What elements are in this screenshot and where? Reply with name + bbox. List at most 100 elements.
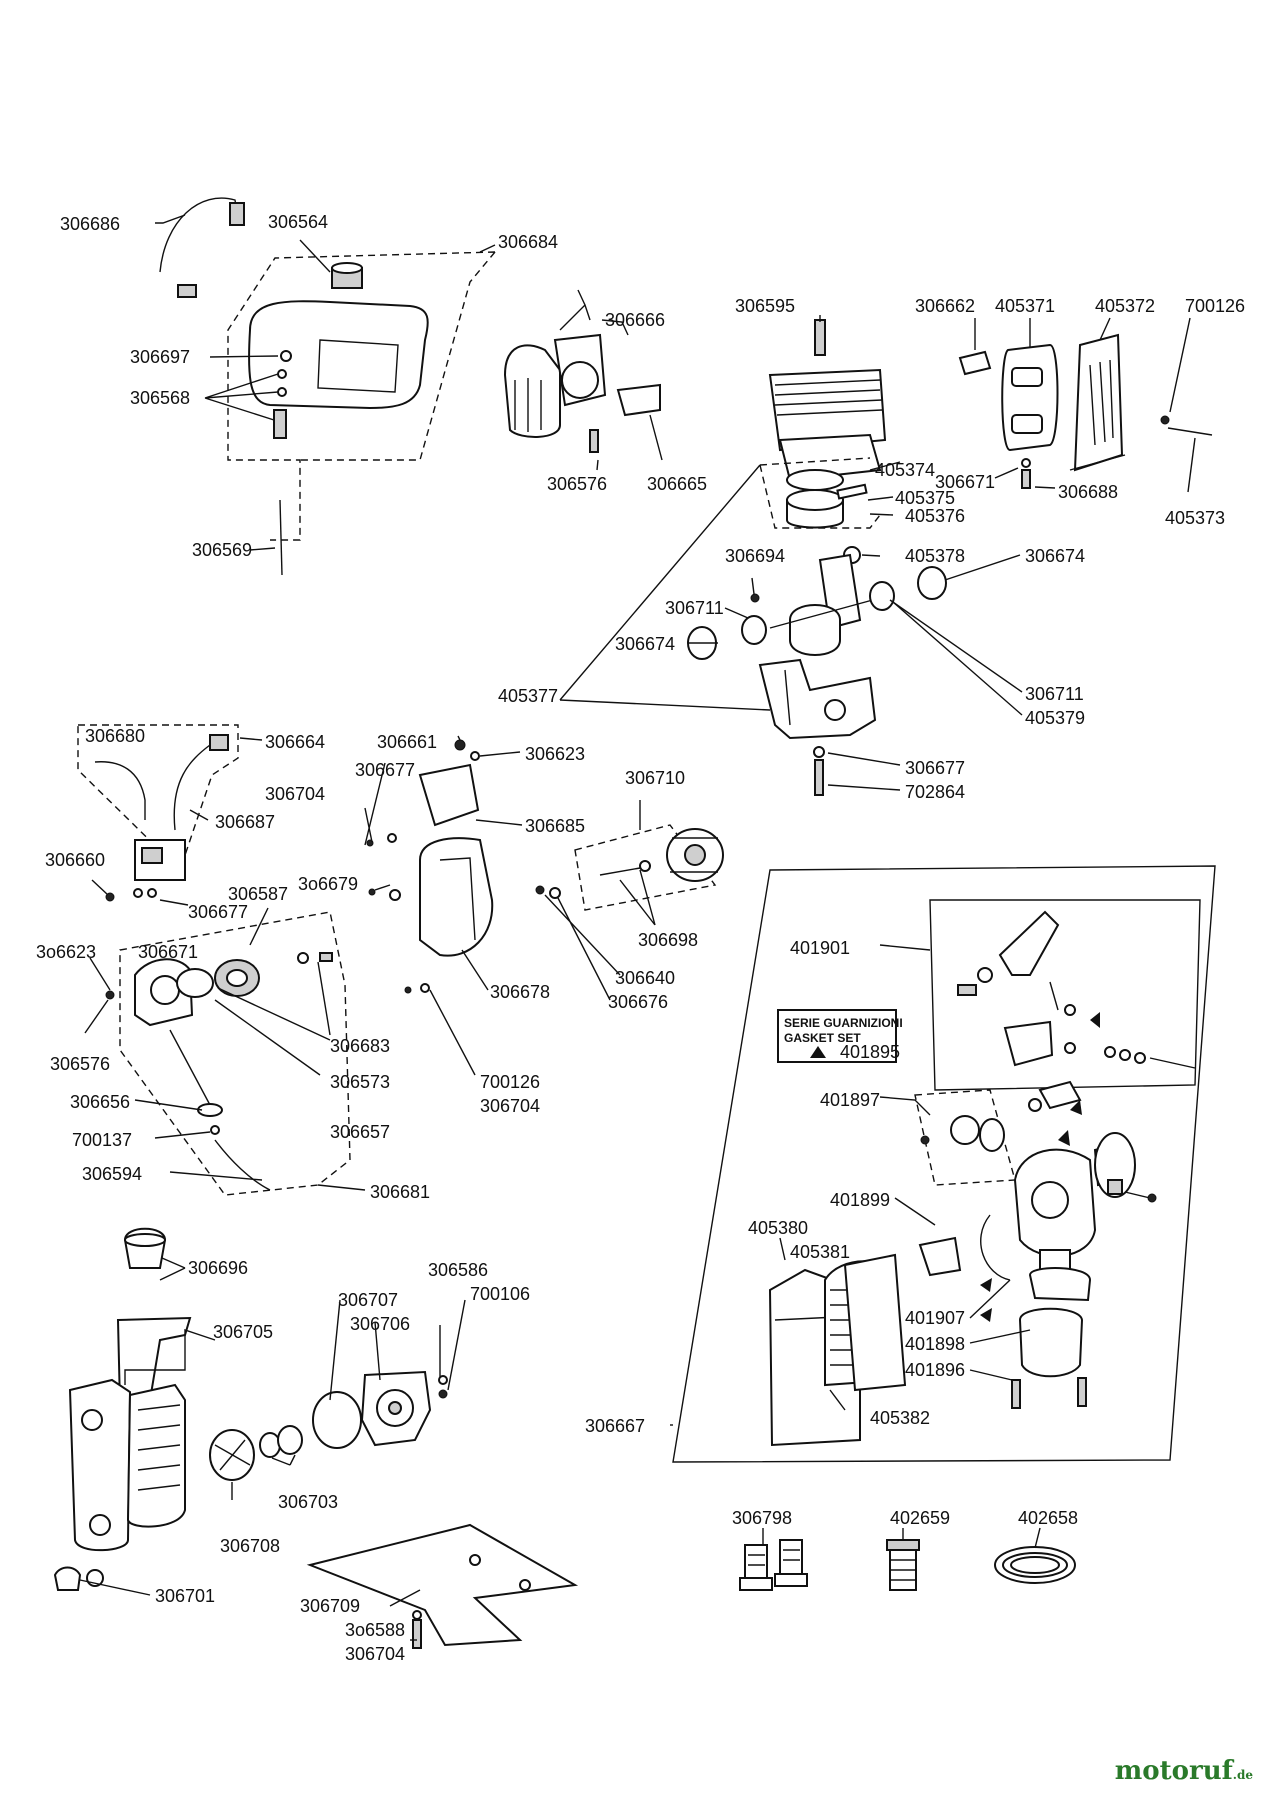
part-number: 405378 [905, 546, 965, 566]
part-number: 405380 [748, 1218, 808, 1238]
part-number: 306664 [265, 732, 325, 752]
part-number: 401895 [840, 1042, 900, 1062]
part-number: 306685 [525, 816, 585, 836]
part-number: 306657 [330, 1122, 390, 1142]
part-number: 306576 [547, 474, 607, 494]
part-labels: 306686 306564 306684 306697 306568 30656… [36, 212, 1245, 1664]
carburetor-group [503, 289, 663, 471]
part-number: 306707 [338, 1290, 398, 1310]
part-number: 401901 [790, 938, 850, 958]
part-number: 3o6588 [345, 1620, 405, 1640]
part-number: 401899 [830, 1190, 890, 1210]
part-number: 306683 [330, 1036, 390, 1056]
part-number: 306686 [60, 214, 120, 234]
gasket-marker-icon [980, 1278, 992, 1292]
part-number: 405376 [905, 506, 965, 526]
crankshaft-group [559, 464, 1023, 796]
watermark-logo: motoruf.de [1115, 1756, 1253, 1786]
part-number: 405373 [1165, 508, 1225, 528]
carb-exploded-group [670, 865, 1216, 1463]
part-number: 306677 [188, 902, 248, 922]
part-number: 306586 [428, 1260, 488, 1280]
ignition-group [77, 724, 263, 906]
part-number: 402658 [1018, 1508, 1078, 1528]
part-number: 700137 [72, 1130, 132, 1150]
part-number: 702864 [905, 782, 965, 802]
part-number: 306674 [615, 634, 675, 654]
part-number: 405375 [895, 488, 955, 508]
part-number: 306640 [615, 968, 675, 988]
part-number: 306711 [1025, 684, 1084, 704]
part-number: 306704 [265, 784, 325, 804]
part-number: 700126 [480, 1072, 540, 1092]
part-number: 401898 [905, 1334, 965, 1354]
part-number: 3o6679 [298, 874, 358, 894]
pump-group [53, 1227, 579, 1649]
part-number: 405377 [498, 686, 558, 706]
gasket-marker-icon [1058, 1130, 1070, 1146]
watermark-name: motoruf [1114, 1756, 1233, 1786]
part-number: 306595 [735, 296, 795, 316]
part-number: 306703 [278, 1492, 338, 1512]
part-number: 306594 [82, 1164, 142, 1184]
part-number: 401897 [820, 1090, 880, 1110]
part-number: 306709 [300, 1596, 360, 1616]
part-number: 306681 [370, 1182, 430, 1202]
gasket-marker-icon [1070, 1100, 1082, 1115]
part-number: 306568 [130, 388, 190, 408]
part-number: 306623 [525, 744, 585, 764]
part-number: 306665 [647, 474, 707, 494]
cylinder-group [759, 315, 901, 529]
part-number: 306677 [905, 758, 965, 778]
gasket-marker-icon [980, 1308, 992, 1322]
part-number: 3o6623 [36, 942, 96, 962]
part-number: 306684 [498, 232, 558, 252]
part-number: 306798 [732, 1508, 792, 1528]
part-number: 306671 [138, 942, 198, 962]
part-number: 700126 [1185, 296, 1245, 316]
part-number: 401907 [905, 1308, 965, 1328]
part-number: 306587 [228, 884, 288, 904]
part-number: 306687 [215, 812, 275, 832]
part-number: 306698 [638, 930, 698, 950]
gasket-marker-icon [1090, 1012, 1100, 1028]
part-number: 306671 [935, 472, 995, 492]
part-number: 306660 [45, 850, 105, 870]
part-number: 306569 [192, 540, 252, 560]
part-number: 306564 [268, 212, 328, 232]
part-number: 306678 [490, 982, 550, 1002]
part-number: 405379 [1025, 708, 1085, 728]
part-number: 306706 [350, 1314, 410, 1334]
part-number: 405382 [870, 1408, 930, 1428]
part-number: 306661 [377, 732, 437, 752]
accessory-group [739, 1527, 1076, 1591]
part-number: 700106 [470, 1284, 530, 1304]
part-number: 306666 [605, 310, 665, 330]
part-number: 306705 [213, 1322, 273, 1342]
part-number: 306704 [480, 1096, 540, 1116]
part-number: 306676 [608, 992, 668, 1012]
part-number: 405374 [875, 460, 935, 480]
gasket-set-marker-icon [810, 1046, 826, 1058]
part-number: 402659 [890, 1508, 950, 1528]
fuel-tank-group [155, 197, 496, 576]
part-number: 306697 [130, 347, 190, 367]
part-number: 306708 [220, 1536, 280, 1556]
part-number: 306696 [188, 1258, 248, 1278]
part-number: 306667 [585, 1416, 645, 1436]
part-number: 306680 [85, 726, 145, 746]
part-number: 306710 [625, 768, 685, 788]
starter-group [84, 907, 366, 1196]
part-number: 405372 [1095, 296, 1155, 316]
part-number: 306662 [915, 296, 975, 316]
part-number: 306656 [70, 1092, 130, 1112]
part-number: 306576 [50, 1054, 110, 1074]
part-number: 306694 [725, 546, 785, 566]
part-number: 306711 [665, 598, 724, 618]
part-number: 306701 [155, 1586, 215, 1606]
part-number: 405371 [995, 296, 1055, 316]
muffler-group [958, 317, 1213, 493]
part-number: 306704 [345, 1644, 405, 1664]
fan-housing-group [364, 735, 724, 1076]
